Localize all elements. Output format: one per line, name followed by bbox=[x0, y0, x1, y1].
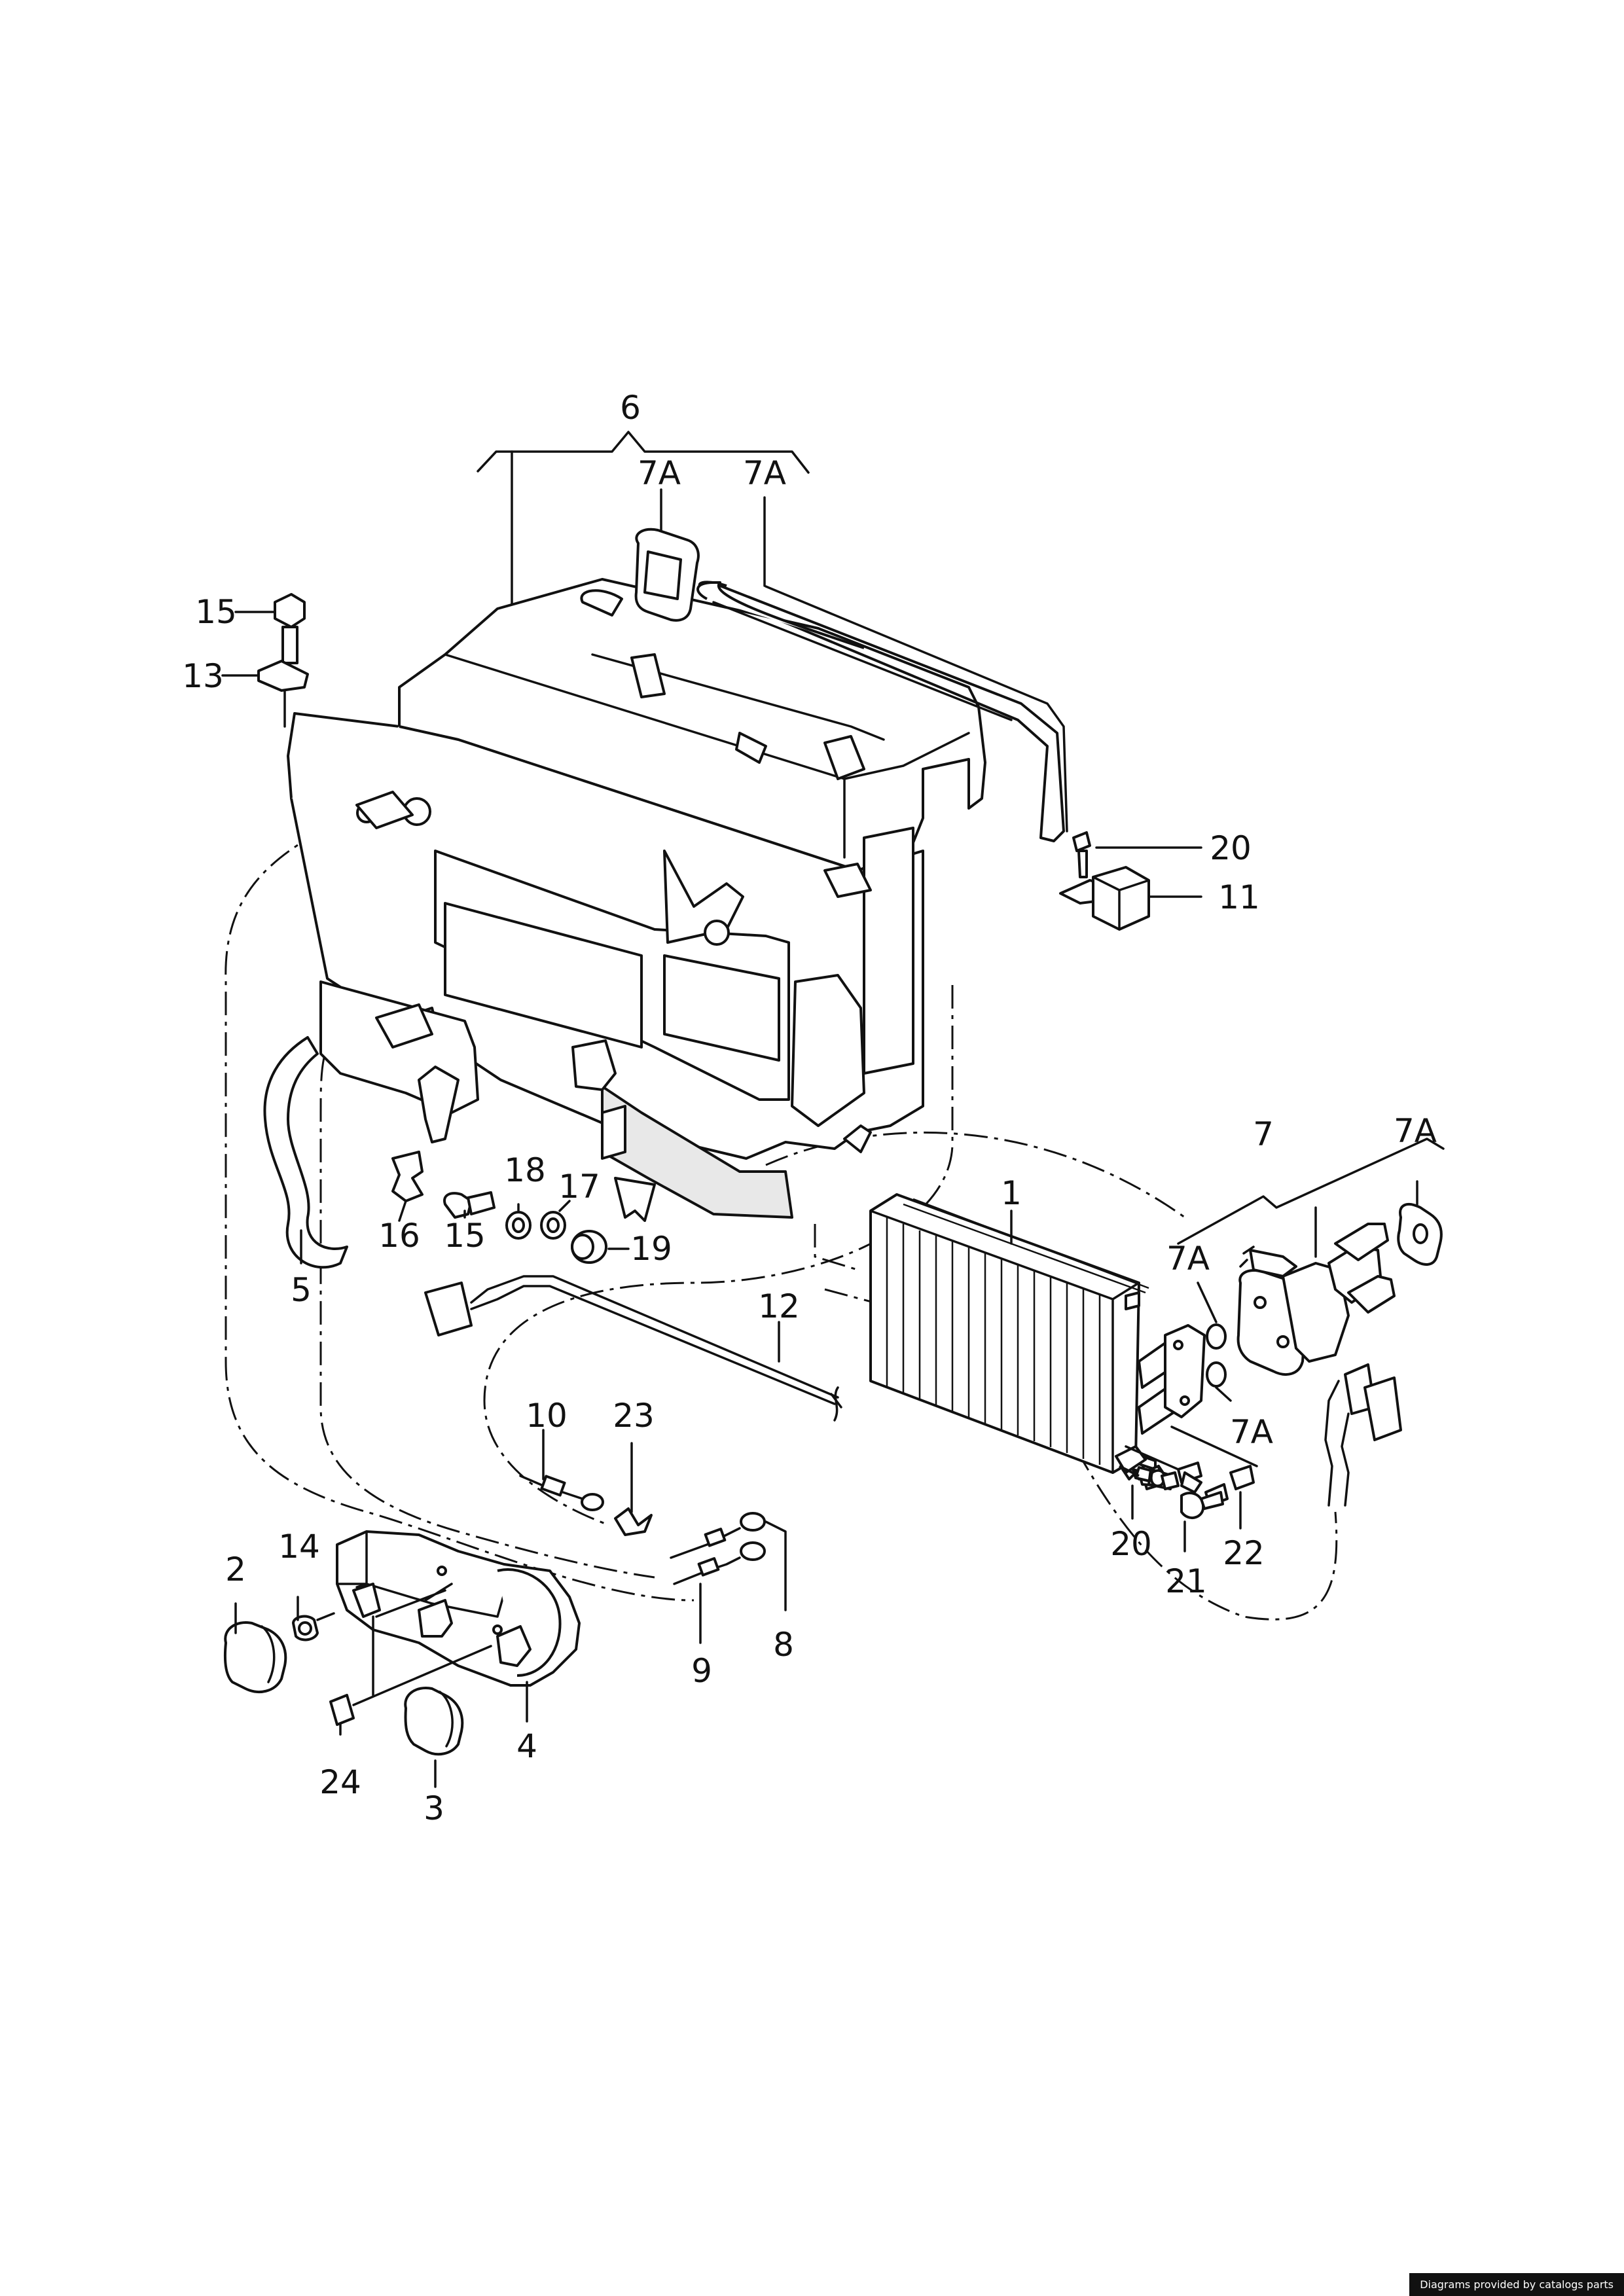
callout-14: 14 bbox=[278, 1528, 320, 1566]
leader-lines bbox=[221, 488, 1418, 1788]
small-fasteners-row bbox=[391, 1151, 607, 1264]
callout-7a-mid-lower: 7A bbox=[1230, 1413, 1273, 1451]
screws-20-21-bracket-22 bbox=[1115, 1426, 1258, 1519]
callout-11: 11 bbox=[1218, 878, 1260, 916]
callout-21: 21 bbox=[1165, 1562, 1207, 1600]
hose-part-5 bbox=[263, 1036, 348, 1269]
callout-19: 19 bbox=[630, 1230, 672, 1268]
callout-13: 13 bbox=[182, 657, 224, 695]
callout-7a-top-left: 7A bbox=[638, 454, 681, 492]
control-unit-4 bbox=[223, 1530, 581, 1756]
callout-20-top: 20 bbox=[1210, 829, 1252, 867]
bolt-15-clip-13 bbox=[257, 593, 309, 728]
callout-6: 6 bbox=[620, 389, 641, 427]
callout-1: 1 bbox=[1001, 1174, 1022, 1212]
callout-15-mid: 15 bbox=[444, 1217, 486, 1255]
callout-20-bottom: 20 bbox=[1110, 1525, 1152, 1563]
callout-8: 8 bbox=[773, 1626, 794, 1664]
valve-assembly-7 bbox=[1177, 1138, 1445, 1376]
callout-2: 2 bbox=[225, 1551, 246, 1588]
callout-7a-mid-upper: 7A bbox=[1166, 1240, 1210, 1278]
callout-9: 9 bbox=[691, 1652, 712, 1690]
callout-7: 7 bbox=[1253, 1115, 1274, 1153]
callout-12: 12 bbox=[758, 1287, 800, 1325]
callout-labels: 6 7A 7A 15 13 20 11 7 7A 18 17 1 16 15 1… bbox=[182, 389, 1437, 1827]
callout-10: 10 bbox=[526, 1397, 568, 1435]
callout-4: 4 bbox=[516, 1727, 537, 1765]
heat-exchanger-core bbox=[869, 1193, 1206, 1474]
callout-16: 16 bbox=[378, 1217, 420, 1255]
diagram-credit: Diagrams provided by catalogs parts bbox=[1409, 2273, 1624, 2296]
cables-8-9-10-23 bbox=[519, 1475, 766, 1585]
callout-23: 23 bbox=[613, 1397, 655, 1435]
callout-17: 17 bbox=[558, 1168, 600, 1206]
callout-22: 22 bbox=[1223, 1534, 1265, 1572]
callout-7a-right: 7A bbox=[1394, 1112, 1437, 1150]
right-cable-connector bbox=[1324, 1363, 1402, 1507]
small-gasket-7a bbox=[634, 528, 700, 622]
wiring-harness-12 bbox=[424, 1275, 842, 1422]
callout-3: 3 bbox=[424, 1789, 444, 1827]
o-rings-7a bbox=[1206, 1323, 1227, 1388]
screw-20-and-part-11 bbox=[1059, 831, 1150, 931]
lid-gasket bbox=[696, 581, 1068, 842]
gasket-7a-right bbox=[1397, 1203, 1443, 1266]
heater-housing bbox=[287, 578, 986, 1222]
group-6-bracket bbox=[477, 431, 810, 607]
callout-15-top: 15 bbox=[195, 593, 237, 631]
callout-7a-top-right: 7A bbox=[743, 454, 786, 492]
callout-18: 18 bbox=[504, 1151, 546, 1189]
callout-5: 5 bbox=[291, 1271, 312, 1309]
callout-24: 24 bbox=[319, 1763, 361, 1801]
